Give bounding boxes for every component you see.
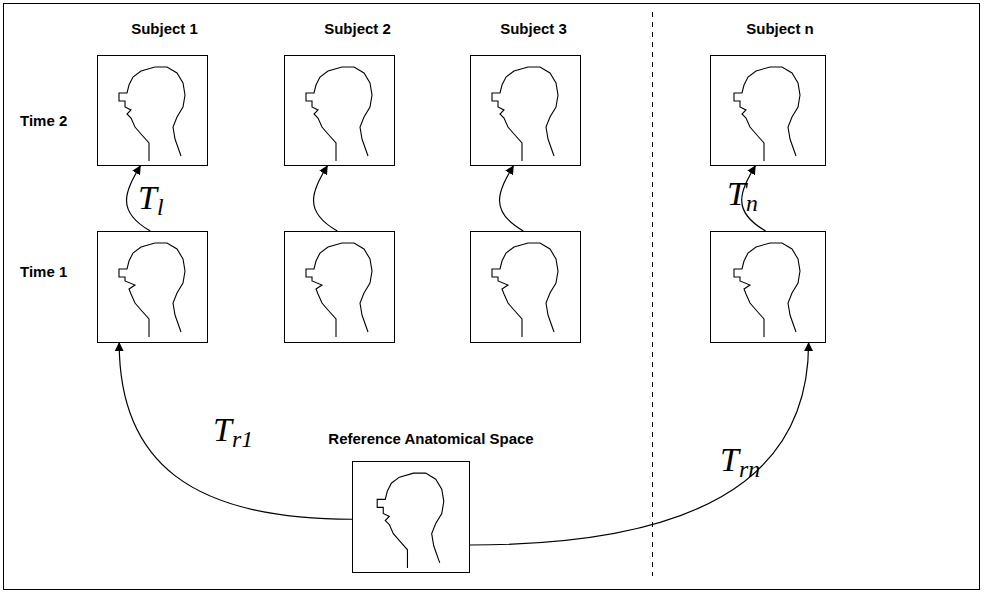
row-label: Time 1 — [20, 263, 67, 280]
row-label: Time 2 — [20, 112, 67, 129]
column-heading: Subject n — [746, 20, 814, 37]
image-box: Subject 1 — [97, 55, 208, 166]
transform-arrow — [314, 166, 338, 231]
transform-label: Trn — [720, 442, 760, 487]
head-drawing — [306, 67, 372, 161]
head-drawing — [734, 67, 800, 161]
reference-box: Reference Anatomical Space — [352, 461, 470, 573]
column-heading: Subject 2 — [324, 20, 391, 37]
head-drawing — [119, 243, 185, 337]
head-drawing — [306, 243, 372, 337]
image-box: Subject 2 — [284, 55, 395, 166]
column-heading: Subject 1 — [131, 20, 198, 37]
image-box: Subject n — [710, 55, 826, 166]
image-box: Subject 3 — [470, 55, 581, 166]
head-drawing — [119, 67, 185, 161]
head-drawing — [734, 243, 800, 337]
transform-label: Tr1 — [213, 412, 253, 457]
separator-line — [652, 12, 653, 576]
head-drawing — [492, 243, 558, 337]
column-heading: Subject 3 — [500, 20, 567, 37]
transform-label: Tl — [138, 180, 164, 225]
transform-arrow — [119, 343, 352, 519]
outer-frame — [4, 4, 980, 590]
image-box — [470, 231, 581, 343]
head-drawing — [492, 67, 558, 161]
transform-label: Tn — [727, 176, 758, 221]
column-heading: Reference Anatomical Space — [328, 430, 533, 447]
image-box — [97, 231, 208, 343]
image-box — [284, 231, 395, 343]
image-box — [710, 231, 826, 343]
transform-arrow — [500, 166, 524, 231]
head-drawing — [377, 473, 444, 568]
